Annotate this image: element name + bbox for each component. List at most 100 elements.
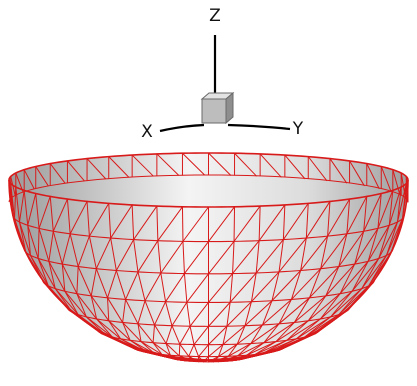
diagonal-edge xyxy=(307,293,341,322)
inner-mesh-diagonal xyxy=(392,169,401,196)
meridian-edge xyxy=(278,298,292,325)
diagonal-edge xyxy=(300,235,329,271)
diagonal-edge xyxy=(338,230,365,268)
meridian-edge xyxy=(217,344,224,358)
diagonal-edge xyxy=(320,233,348,270)
diagonal-edge xyxy=(122,298,127,323)
rim-back-edge xyxy=(8,152,409,181)
meridian-edge xyxy=(54,288,79,316)
diagonal-edge xyxy=(108,320,122,340)
diagonal-edge xyxy=(137,240,159,273)
diagonal-edge xyxy=(354,227,379,265)
diagonal-edge xyxy=(76,266,79,295)
inner-mesh-diagonal xyxy=(234,152,257,177)
meridian-edge xyxy=(37,257,56,290)
diagonal-edge xyxy=(246,341,277,356)
meridian-edge xyxy=(152,342,171,356)
diagonal-edge xyxy=(52,198,68,232)
meridian-edge xyxy=(110,237,117,271)
meridian-edge xyxy=(171,325,181,345)
meridian-edge xyxy=(193,344,200,358)
diagonal-edge xyxy=(386,218,403,256)
inner-mesh-diagonal xyxy=(66,160,85,182)
meridian-edge xyxy=(108,320,131,341)
meridian-edge xyxy=(339,263,356,295)
diagonal-edge xyxy=(157,206,183,242)
meridian-edge xyxy=(377,193,382,229)
diagonal-edge xyxy=(37,257,49,287)
diagonal-edge xyxy=(377,189,394,229)
meridian-edge xyxy=(227,343,238,357)
diagonal-edge xyxy=(107,269,117,299)
meridian-edge xyxy=(86,200,90,237)
meridian-edge xyxy=(133,239,139,273)
mesh-edges xyxy=(8,152,409,363)
diagonal-edge xyxy=(351,257,380,292)
diagonal-edge xyxy=(19,221,27,253)
meridian-edge xyxy=(363,195,368,232)
meridian-edge xyxy=(15,186,20,223)
diagonal-edge xyxy=(346,195,368,235)
inner-mesh-diagonal xyxy=(284,154,306,180)
inner-mesh-diagonal xyxy=(329,158,348,184)
meridian-edge xyxy=(236,325,246,345)
meridian-edge xyxy=(290,269,302,300)
diagonal-edge xyxy=(110,204,133,239)
meridian-edge xyxy=(88,235,97,270)
diagonal-edge xyxy=(96,318,114,338)
meridian-edge xyxy=(179,343,190,357)
diagonal-edge xyxy=(137,323,142,343)
meridian-edge xyxy=(35,193,40,229)
meridian-edge xyxy=(330,290,353,318)
diagonal-edge xyxy=(189,301,209,327)
diagonal-edge xyxy=(182,206,209,242)
inner-mesh-diagonal xyxy=(259,153,282,178)
diagonal-edge xyxy=(152,342,163,355)
diagonal-edge xyxy=(263,321,295,344)
diagonal-edge xyxy=(305,200,331,239)
inner-mesh-diagonal xyxy=(156,153,180,176)
diagonal-edge xyxy=(88,202,110,237)
diagonal-edge xyxy=(76,293,87,318)
diagonal-edge xyxy=(27,193,37,226)
inner-mesh-diagonal xyxy=(181,152,206,176)
meridian-edge xyxy=(125,298,139,325)
meridian-edge xyxy=(144,300,156,326)
meridian-edge xyxy=(397,186,402,223)
meridian-edge xyxy=(386,221,398,256)
diagonal-edge xyxy=(282,202,309,241)
meridian-edge xyxy=(308,268,322,299)
diagonal-edge xyxy=(198,344,209,358)
diagonal-edge xyxy=(271,269,302,302)
meridian-edge xyxy=(346,198,351,235)
diagonal-edge xyxy=(367,224,390,262)
meridian-edge xyxy=(23,189,29,226)
meridian-edge xyxy=(48,260,66,292)
hemisphere-mesh xyxy=(8,152,409,363)
meridian-edge xyxy=(246,342,265,356)
meridian-edge xyxy=(351,260,369,292)
meridian-edge xyxy=(96,318,122,340)
meridian-edge xyxy=(244,301,252,327)
meridian-edge xyxy=(189,325,195,346)
diagonal-edge xyxy=(208,206,236,243)
diagonal-edge xyxy=(140,341,156,355)
z-axis-label: Z xyxy=(209,6,221,26)
meridian-edge xyxy=(327,200,331,237)
meridian-edge xyxy=(29,254,49,287)
diagonal-edge xyxy=(244,300,273,327)
meridian-edge xyxy=(226,301,231,327)
diagonal-edge xyxy=(27,224,31,256)
diagonal-edge xyxy=(237,342,265,357)
meridian-edge xyxy=(10,183,16,220)
meridian-edge xyxy=(261,300,273,326)
meridian-edge xyxy=(295,318,321,340)
meridian-edge xyxy=(258,205,261,242)
meridian-edge xyxy=(255,240,260,274)
inner-mesh-diagonal xyxy=(366,163,380,189)
meridian-edge xyxy=(66,198,71,235)
meridian-edge xyxy=(157,240,162,274)
meridian-edge xyxy=(282,204,286,241)
meridian-edge xyxy=(69,233,79,268)
